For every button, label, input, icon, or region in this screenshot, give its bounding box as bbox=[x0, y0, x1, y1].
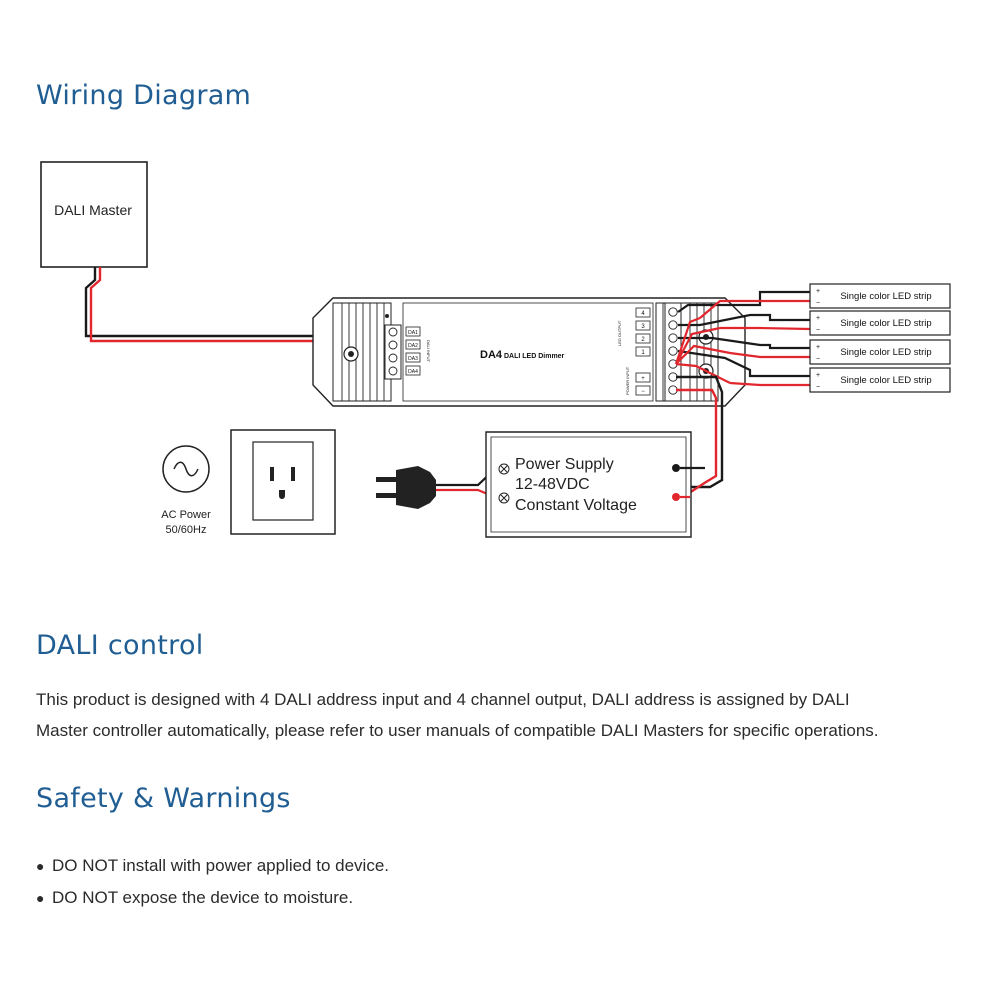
bullet-icon: ● bbox=[36, 858, 45, 874]
wiring-diagram-heading: Wiring Diagram bbox=[36, 80, 252, 111]
wiring-diagram: DALI Master DA4 DALI LED Di bbox=[40, 161, 951, 538]
output-channel-2: 2 bbox=[641, 337, 645, 343]
dali-master-label: DALI Master bbox=[54, 202, 132, 218]
svg-text:−: − bbox=[816, 384, 820, 391]
warning-text-2: DO NOT expose the device to moisture. bbox=[52, 888, 354, 907]
warning-text-1: DO NOT install with power applied to dev… bbox=[52, 856, 390, 875]
led-strip-1-label: Single color LED strip bbox=[840, 291, 931, 302]
dimmer-model: DA4 bbox=[480, 349, 503, 361]
warnings-list: ● DO NOT install with power applied to de… bbox=[36, 850, 389, 914]
dali-terminal-2: DA2 bbox=[408, 343, 418, 349]
led-strip-2-label: Single color LED strip bbox=[840, 318, 931, 329]
svg-text:+: + bbox=[816, 344, 820, 351]
safety-warnings-heading: Safety & Warnings bbox=[36, 783, 291, 814]
power-supply-type: Constant Voltage bbox=[515, 497, 637, 514]
svg-text:−: − bbox=[816, 327, 820, 334]
output-channel-3: 3 bbox=[641, 324, 645, 330]
power-plug-icon bbox=[376, 466, 498, 509]
svg-text:−: − bbox=[641, 389, 645, 395]
led-strip-4: + − Single color LED strip bbox=[809, 367, 951, 393]
dali-control-description: This product is designed with 4 DALI add… bbox=[36, 684, 976, 746]
ac-frequency-label: 50/60Hz bbox=[166, 524, 207, 536]
dali-control-line-2: Master controller automatically, please … bbox=[36, 721, 879, 740]
led-strip-1: + − Single color LED strip bbox=[809, 283, 951, 309]
power-input-label: POWER INPUT bbox=[625, 366, 630, 395]
led-output-label: LED OUTPUT bbox=[617, 320, 622, 346]
dali-terminal-4: DA4 bbox=[408, 369, 418, 375]
dali-control-line-1: This product is designed with 4 DALI add… bbox=[36, 690, 850, 709]
svg-text:+: + bbox=[816, 288, 820, 295]
led-strip-3: + − Single color LED strip bbox=[809, 339, 951, 365]
led-strip-4-label: Single color LED strip bbox=[840, 375, 931, 386]
dali-terminal-3: DA3 bbox=[408, 356, 418, 362]
dali-input-label: DALI INPUT bbox=[426, 340, 431, 363]
power-supply-voltage: 12-48VDC bbox=[515, 476, 590, 493]
bullet-icon: ● bbox=[36, 890, 45, 906]
output-channel-1: 1 bbox=[641, 350, 645, 356]
led-strip-2: + − Single color LED strip bbox=[809, 310, 951, 336]
dimmer-name: DALI LED Dimmer bbox=[504, 353, 565, 360]
dali-master-box: DALI Master bbox=[40, 161, 148, 268]
ac-power-icon: AC Power 50/60Hz bbox=[161, 445, 211, 536]
dali-control-heading: DALI control bbox=[36, 630, 204, 661]
output-channel-4: 4 bbox=[641, 311, 645, 317]
wall-outlet-icon bbox=[230, 429, 336, 535]
dali-input-terminals: DA1 DA2 DA3 DA4 DALI INPUT bbox=[384, 314, 431, 380]
svg-text:+: + bbox=[816, 315, 820, 322]
warning-item: ● DO NOT install with power applied to de… bbox=[36, 850, 389, 882]
svg-text:+: + bbox=[816, 372, 820, 379]
led-output-wires bbox=[674, 290, 811, 387]
led-strip-3-label: Single color LED strip bbox=[840, 347, 931, 358]
svg-text:+: + bbox=[641, 376, 645, 382]
warning-item: ● DO NOT expose the device to moisture. bbox=[36, 882, 389, 914]
ac-power-label: AC Power bbox=[161, 509, 211, 521]
power-supply-title: Power Supply bbox=[515, 456, 614, 473]
power-supply-box: Power Supply 12-48VDC Constant Voltage bbox=[485, 431, 705, 538]
power-supply-wires bbox=[676, 375, 724, 499]
svg-text:−: − bbox=[816, 300, 820, 307]
dali-terminal-1: DA1 bbox=[408, 330, 418, 336]
svg-text:−: − bbox=[816, 356, 820, 363]
